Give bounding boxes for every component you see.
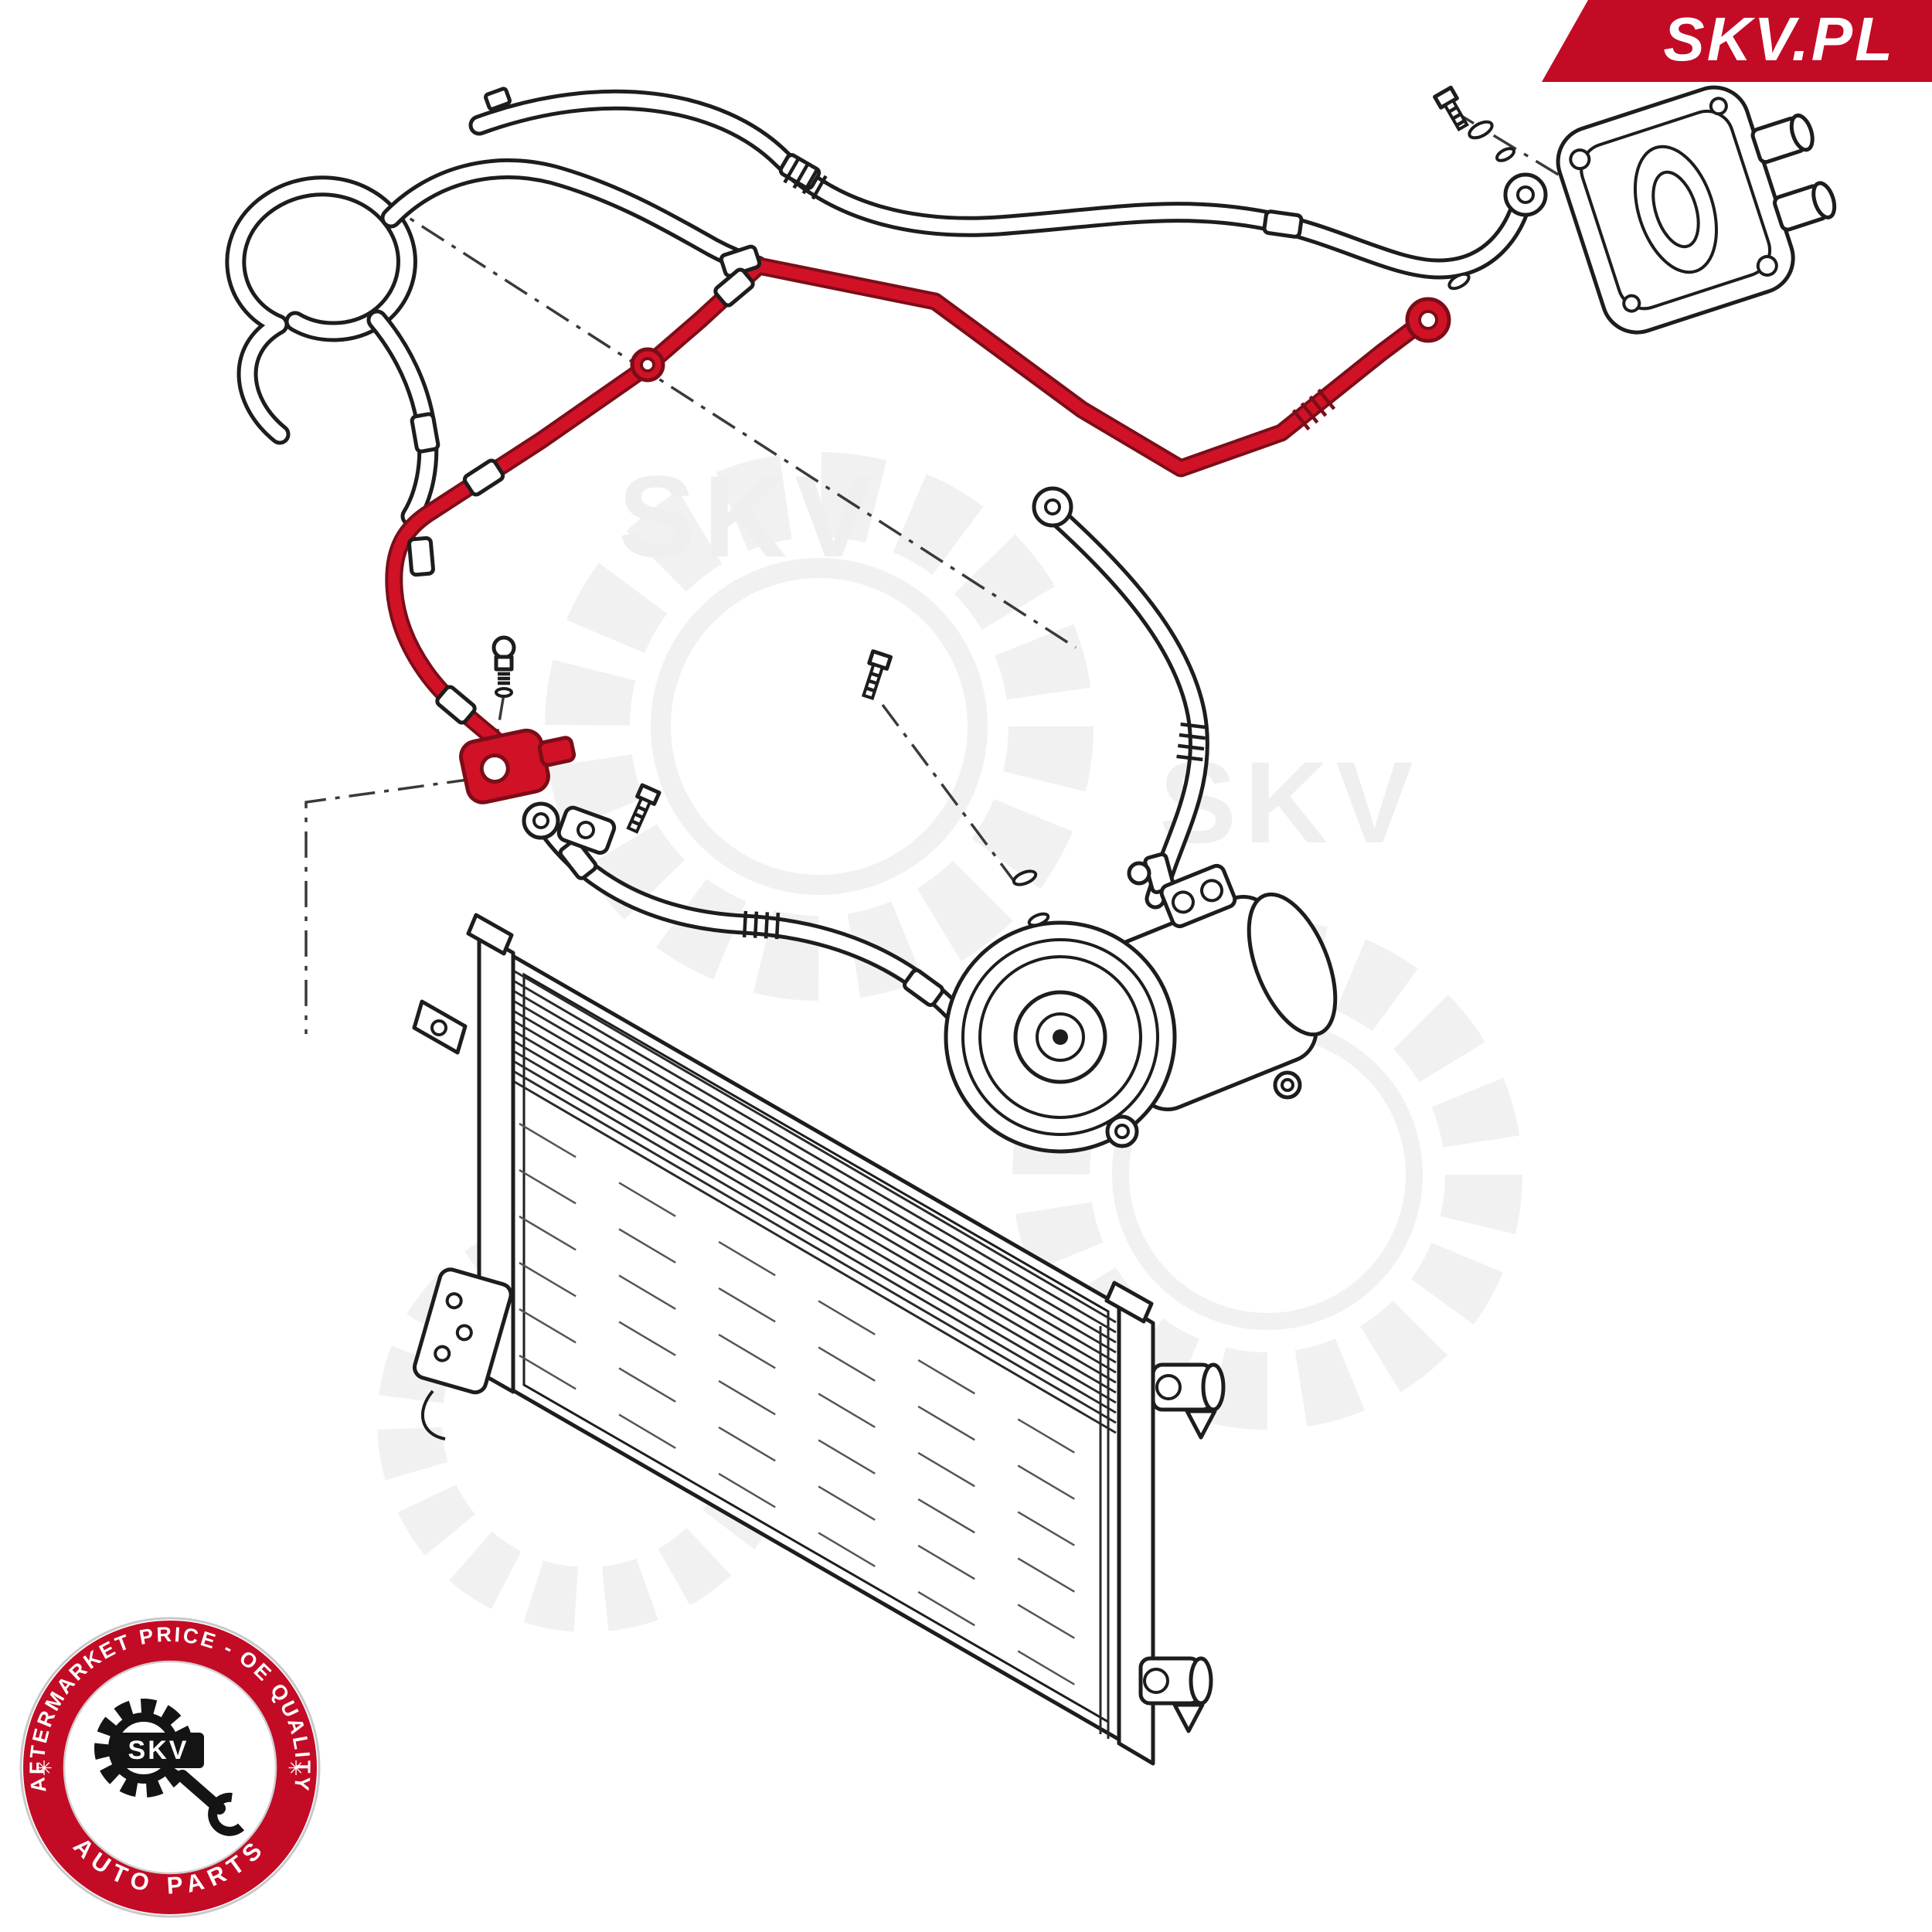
compressor-clutch-hub-inner — [1036, 1012, 1085, 1062]
o-ring — [1027, 912, 1050, 927]
badge-red-ring — [23, 1621, 317, 1914]
hose-clip — [484, 87, 512, 111]
bolt — [626, 783, 662, 834]
condenser-fin — [514, 990, 1117, 1344]
compressor-lug — [1127, 861, 1151, 886]
badge-side-mark-right: ✳ — [287, 1757, 304, 1781]
condenser-fin — [514, 1080, 1117, 1434]
condenser-fin — [514, 1010, 1117, 1364]
condenser-fin — [514, 970, 1117, 1324]
banner-ribbon — [1542, 0, 1932, 82]
compressor-lug — [1105, 1114, 1139, 1148]
red-pipe-outline — [394, 266, 1419, 739]
compressor-pulley-groove — [978, 955, 1142, 1119]
compressor-port-block — [1159, 863, 1237, 929]
compressor-pulley-groove — [961, 938, 1159, 1136]
ferrule-fitting — [558, 838, 598, 880]
badge-wrench-jaw — [208, 1792, 245, 1836]
condenser — [412, 913, 1226, 1766]
red-pipe-corrugation — [1291, 388, 1336, 431]
o-ring — [1447, 272, 1471, 291]
ferrule-fitting — [1262, 209, 1304, 239]
badge-side-mark-left: ✳ — [36, 1757, 53, 1781]
ring-fitting-hole — [532, 812, 549, 829]
guide-line — [496, 693, 505, 732]
condenser-left-cap — [466, 913, 514, 956]
banner-label: SKV.PL — [1663, 5, 1895, 73]
condenser-fins — [514, 970, 1117, 1708]
compressor-lug — [1273, 1070, 1302, 1100]
condenser-bracket-upper — [412, 999, 468, 1055]
brand-badge: AFTERMARKET PRICE - OE QUALITY AUTO PART… — [19, 1617, 321, 1918]
condenser-mount-upper-right — [1151, 1362, 1226, 1440]
ferrule-fitting — [407, 536, 435, 577]
bolt — [1433, 85, 1469, 132]
watermark-gear-icon — [651, 558, 988, 895]
red-pipe-ring-hole — [1418, 310, 1438, 330]
condenser-bracket-hole — [430, 1019, 447, 1036]
condenser-mount-lower-right — [1138, 1656, 1213, 1733]
condenser-fin — [514, 1030, 1117, 1384]
badge-center-label: SKV — [128, 1736, 189, 1765]
pressure-sensor — [492, 635, 516, 698]
guide-line — [881, 703, 1020, 889]
oil-cooler-block — [1556, 85, 1837, 335]
brand-banner: SKV.PL — [1542, 0, 1932, 82]
compressor-shaft — [1053, 1029, 1068, 1045]
ferrule-fitting — [462, 458, 505, 497]
ring-fittings — [522, 172, 1548, 840]
hose-corrugations — [742, 158, 1207, 940]
condenser-right-cap — [1104, 1281, 1154, 1324]
guide-line — [379, 198, 1077, 649]
red-pressure-pipe — [394, 266, 1471, 804]
red-pipe-mount-ear-hole — [640, 357, 655, 372]
guide-line — [304, 777, 474, 1034]
red-pipe-connector-block — [459, 728, 577, 804]
o-ring — [1495, 147, 1515, 162]
ferrule-fitting — [435, 685, 477, 725]
ring-fitting — [1503, 172, 1548, 217]
condenser-fin — [514, 1060, 1117, 1414]
ring-fitting — [522, 801, 560, 840]
badge-center-plate — [113, 1733, 204, 1768]
watermark-text: SKV — [618, 451, 879, 581]
condenser-fin — [514, 1040, 1117, 1394]
o-ring — [1012, 869, 1038, 886]
ring-fitting-hole — [1044, 498, 1061, 515]
ferrule-fitting — [410, 412, 440, 454]
ferrule-fitting — [903, 968, 944, 1007]
condenser-fin — [514, 1000, 1117, 1354]
ring-fitting-hole — [1516, 185, 1535, 204]
hose-top-outline — [479, 100, 1524, 269]
hose-bracket — [556, 805, 617, 855]
condenser-fin — [514, 1070, 1117, 1424]
condenser-fin — [514, 980, 1117, 1334]
watermark-gear-icon — [545, 452, 1094, 1001]
block-mounting-hardware — [1433, 85, 1515, 162]
small-hardware — [492, 635, 893, 855]
red-pipe-body — [394, 266, 1419, 739]
compressor-lug-hole — [1281, 1078, 1294, 1092]
compressor-lug-hole — [1114, 1124, 1130, 1139]
o-ring — [1468, 120, 1494, 140]
ferrule-fitting — [713, 267, 755, 308]
watermark-gear-icon — [1012, 920, 1522, 1430]
assembly-guide-lines — [304, 108, 1590, 1034]
condenser-hook — [420, 1389, 446, 1440]
compressor-rear-cap — [1247, 892, 1338, 1037]
compressor — [944, 861, 1338, 1154]
ring-fitting — [1032, 486, 1073, 528]
bolt — [861, 649, 893, 701]
hose-fittings — [407, 87, 1304, 1007]
condenser-hinge-bracket — [413, 1267, 513, 1395]
condenser-fin — [514, 1020, 1117, 1374]
condenser-fin — [514, 1050, 1117, 1404]
